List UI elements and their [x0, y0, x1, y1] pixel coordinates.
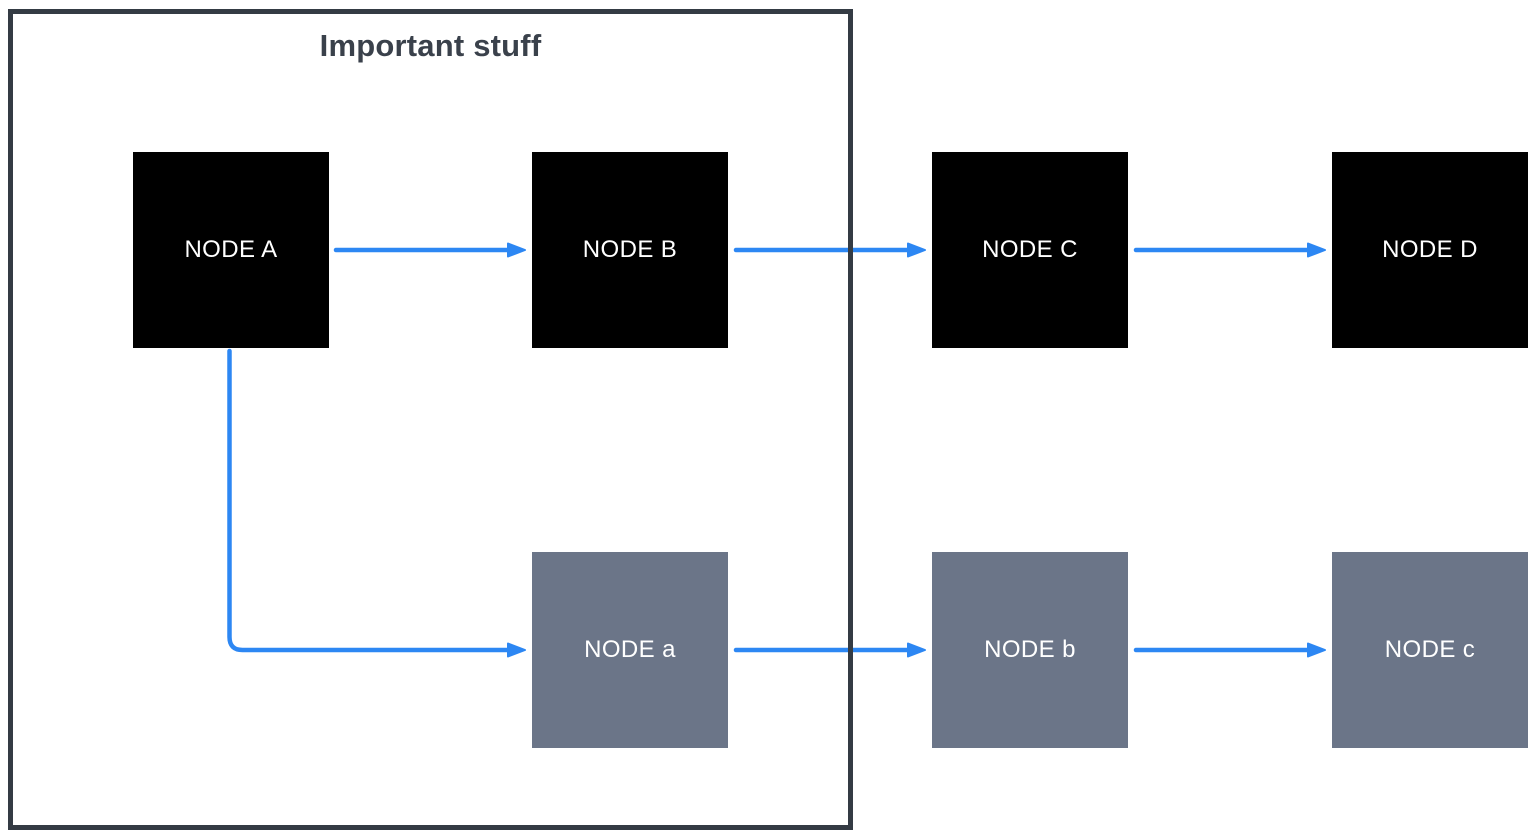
- node-B-label: NODE B: [582, 236, 678, 263]
- node-A-label: NODE A: [184, 236, 278, 263]
- arrow-node-C-to-node-D: [1133, 242, 1326, 258]
- node-D: NODE D: [1332, 152, 1528, 348]
- arrow-node-B-to-node-C: [733, 242, 926, 258]
- node-B: NODE B: [532, 152, 728, 348]
- node-a: NODE a: [532, 552, 728, 748]
- node-c: NODE c: [1332, 552, 1528, 748]
- arrow-node-b-to-node-c: [1133, 642, 1326, 658]
- node-b-label: NODE b: [984, 636, 1076, 663]
- node-c-label: NODE c: [1384, 636, 1476, 663]
- node-A: NODE A: [133, 152, 329, 348]
- arrow-node-a-to-node-b: [733, 642, 926, 658]
- node-b: NODE b: [932, 552, 1128, 748]
- node-C-label: NODE C: [982, 236, 1078, 263]
- node-C: NODE C: [932, 152, 1128, 348]
- node-D-label: NODE D: [1382, 236, 1478, 263]
- arrow-node-A-to-node-a: [227, 348, 526, 658]
- arrow-node-A-to-node-B: [333, 242, 526, 258]
- node-a-label: NODE a: [584, 636, 676, 663]
